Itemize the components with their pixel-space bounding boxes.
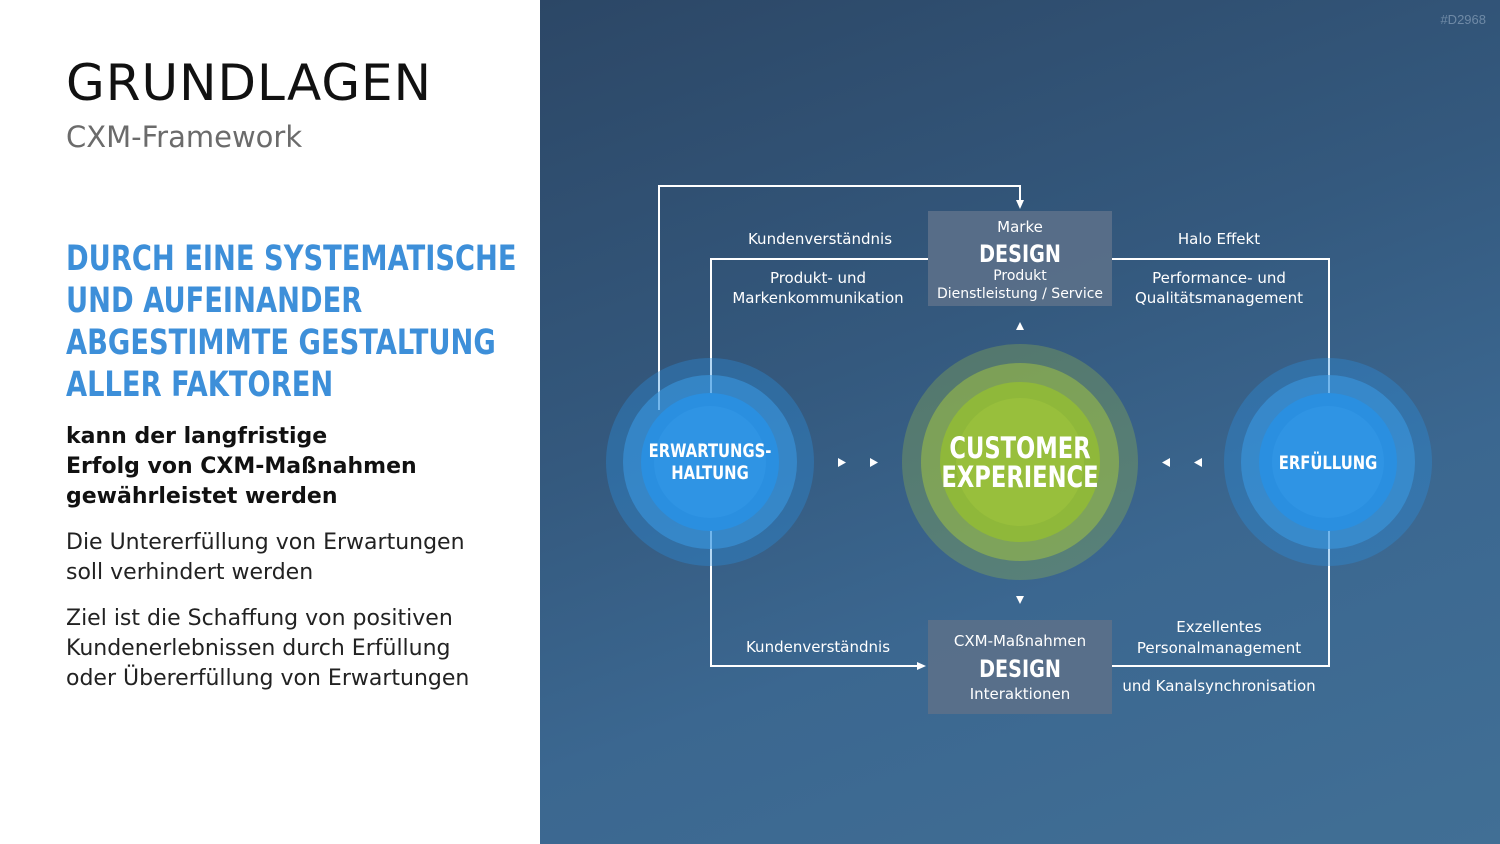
label-top-right-2b: Qualitätsmanagement <box>1135 289 1303 307</box>
label-bottom-left: Kundenverständnis <box>746 638 890 656</box>
label-bottom-right-1a: Exzellentes <box>1176 618 1262 636</box>
lead-line: kann der langfristige <box>66 422 506 452</box>
label-top-left-2a: Produkt- und <box>770 269 866 287</box>
top-box-line2: Dienstleistung / Service <box>937 286 1103 302</box>
headline-line: abgestimmte Gestaltung <box>66 322 503 364</box>
triangle-right-2 <box>870 458 878 467</box>
label-top-right-2a: Performance- und <box>1152 269 1286 287</box>
label-bottom-right-2: und Kanalsynchronisation <box>1122 677 1315 695</box>
top-box-line1: Produkt <box>993 268 1047 284</box>
expectation-circle: ERWARTUNGS- HALTUNG <box>606 358 814 566</box>
fulfillment-label: ERFÜLLUNG <box>1279 450 1378 475</box>
customer-experience-circle: CUSTOMER EXPERIENCE <box>902 344 1138 580</box>
headline-line: Durch eine systematische <box>66 238 503 280</box>
diagram-panel: #D2968 Marke DESIGN Produkt Dienstleistu… <box>540 0 1500 844</box>
expectation-line2: HALTUNG <box>671 462 748 484</box>
slide-title: GRUNDLAGEN <box>66 54 432 112</box>
cxm-framework-diagram: Marke DESIGN Produkt Dienstleistung / Se… <box>540 0 1500 844</box>
triangle-left-2 <box>1194 458 1202 467</box>
triangle-up <box>1016 322 1024 330</box>
headline-line: und aufeinander <box>66 280 503 322</box>
paragraph-line: Ziel ist die Schaffung von positiven <box>66 604 516 634</box>
text-panel: GRUNDLAGEN CXM-Framework Durch eine syst… <box>0 0 540 844</box>
paragraph-line: Die Untererfüllung von Erwartungen <box>66 528 516 558</box>
paragraph-line: oder Übererfüllung von Erwartungen <box>66 664 516 694</box>
top-box-top-label: Marke <box>997 218 1043 236</box>
lead-text: kann der langfristige Erfolg von CXM-Maß… <box>66 422 506 512</box>
headline: Durch eine systematische und aufeinander… <box>66 238 503 406</box>
paragraph-line: Kundenerlebnissen durch Erfüllung <box>66 634 516 664</box>
triangle-left-1 <box>1162 458 1170 467</box>
top-box-title: DESIGN <box>979 241 1061 269</box>
label-top-right-1: Halo Effekt <box>1178 230 1260 248</box>
label-bottom-right-1b: Personalmanagement <box>1137 639 1301 657</box>
bottom-box-title: DESIGN <box>979 656 1061 684</box>
paragraph-1: Die Untererfüllung von Erwartungen soll … <box>66 528 516 588</box>
cx-line2: EXPERIENCE <box>941 461 1098 494</box>
triangle-right-1 <box>838 458 846 467</box>
bottom-box-line1: Interaktionen <box>970 685 1071 703</box>
paragraph-line: soll verhindert werden <box>66 558 516 588</box>
lead-line: Erfolg von CXM-Maßnahmen <box>66 452 506 482</box>
lead-line: gewährleistet werden <box>66 482 506 512</box>
headline-line: aller Faktoren <box>66 364 503 406</box>
label-top-left-2b: Markenkommunikation <box>732 289 903 307</box>
expectation-line1: ERWARTUNGS- <box>649 440 772 462</box>
bottom-box-top-label: CXM-Maßnahmen <box>954 632 1086 650</box>
label-top-left-1: Kundenverständnis <box>748 230 892 248</box>
slide-subtitle: CXM-Framework <box>66 120 302 154</box>
fulfillment-circle: ERFÜLLUNG <box>1224 358 1432 566</box>
paragraph-2: Ziel ist die Schaffung von positiven Kun… <box>66 604 516 694</box>
triangle-down <box>1016 596 1024 604</box>
